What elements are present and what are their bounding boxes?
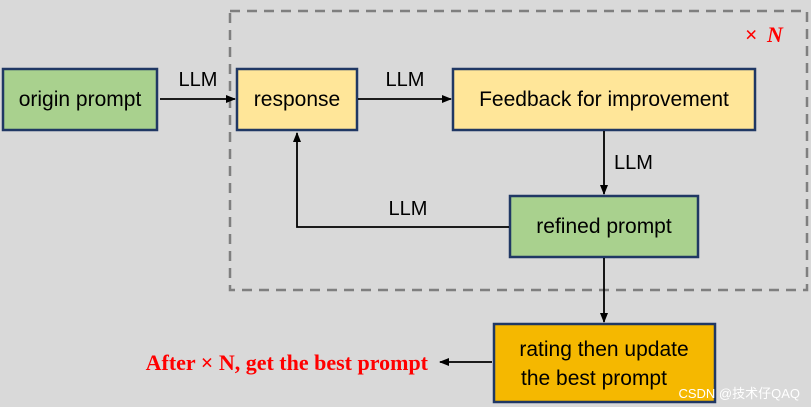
rating-label-line2: the best prompt <box>521 367 667 390</box>
response-label: response <box>254 88 340 111</box>
watermark: CSDN @技术仔QAQ <box>678 386 800 401</box>
edge-label-refined-to-response: LLM <box>389 198 428 220</box>
feedback-box <box>451 67 757 132</box>
origin-prompt-box <box>1 67 159 132</box>
feedback-label: Feedback for improvement <box>479 88 729 111</box>
rating-label-line1: rating then update <box>519 338 688 361</box>
refined-prompt-label: refined prompt <box>536 215 672 238</box>
edge-label-origin-to-response: LLM <box>179 69 218 91</box>
arrow-refined-to-response <box>293 132 509 228</box>
rating-box <box>492 322 717 404</box>
times-symbol: × <box>745 22 758 47</box>
result-label: After × N, get the best prompt <box>146 350 429 375</box>
times-variable: N <box>766 22 784 47</box>
response-box <box>235 67 359 132</box>
loop-boundary <box>228 9 809 292</box>
refined-prompt-box <box>508 194 700 259</box>
origin-prompt-label: origin prompt <box>19 88 142 111</box>
edge-label-response-to-feedback: LLM <box>386 69 425 91</box>
loop-count-label: × N <box>745 22 784 47</box>
edge-label-feedback-to-refined: LLM <box>614 152 653 174</box>
